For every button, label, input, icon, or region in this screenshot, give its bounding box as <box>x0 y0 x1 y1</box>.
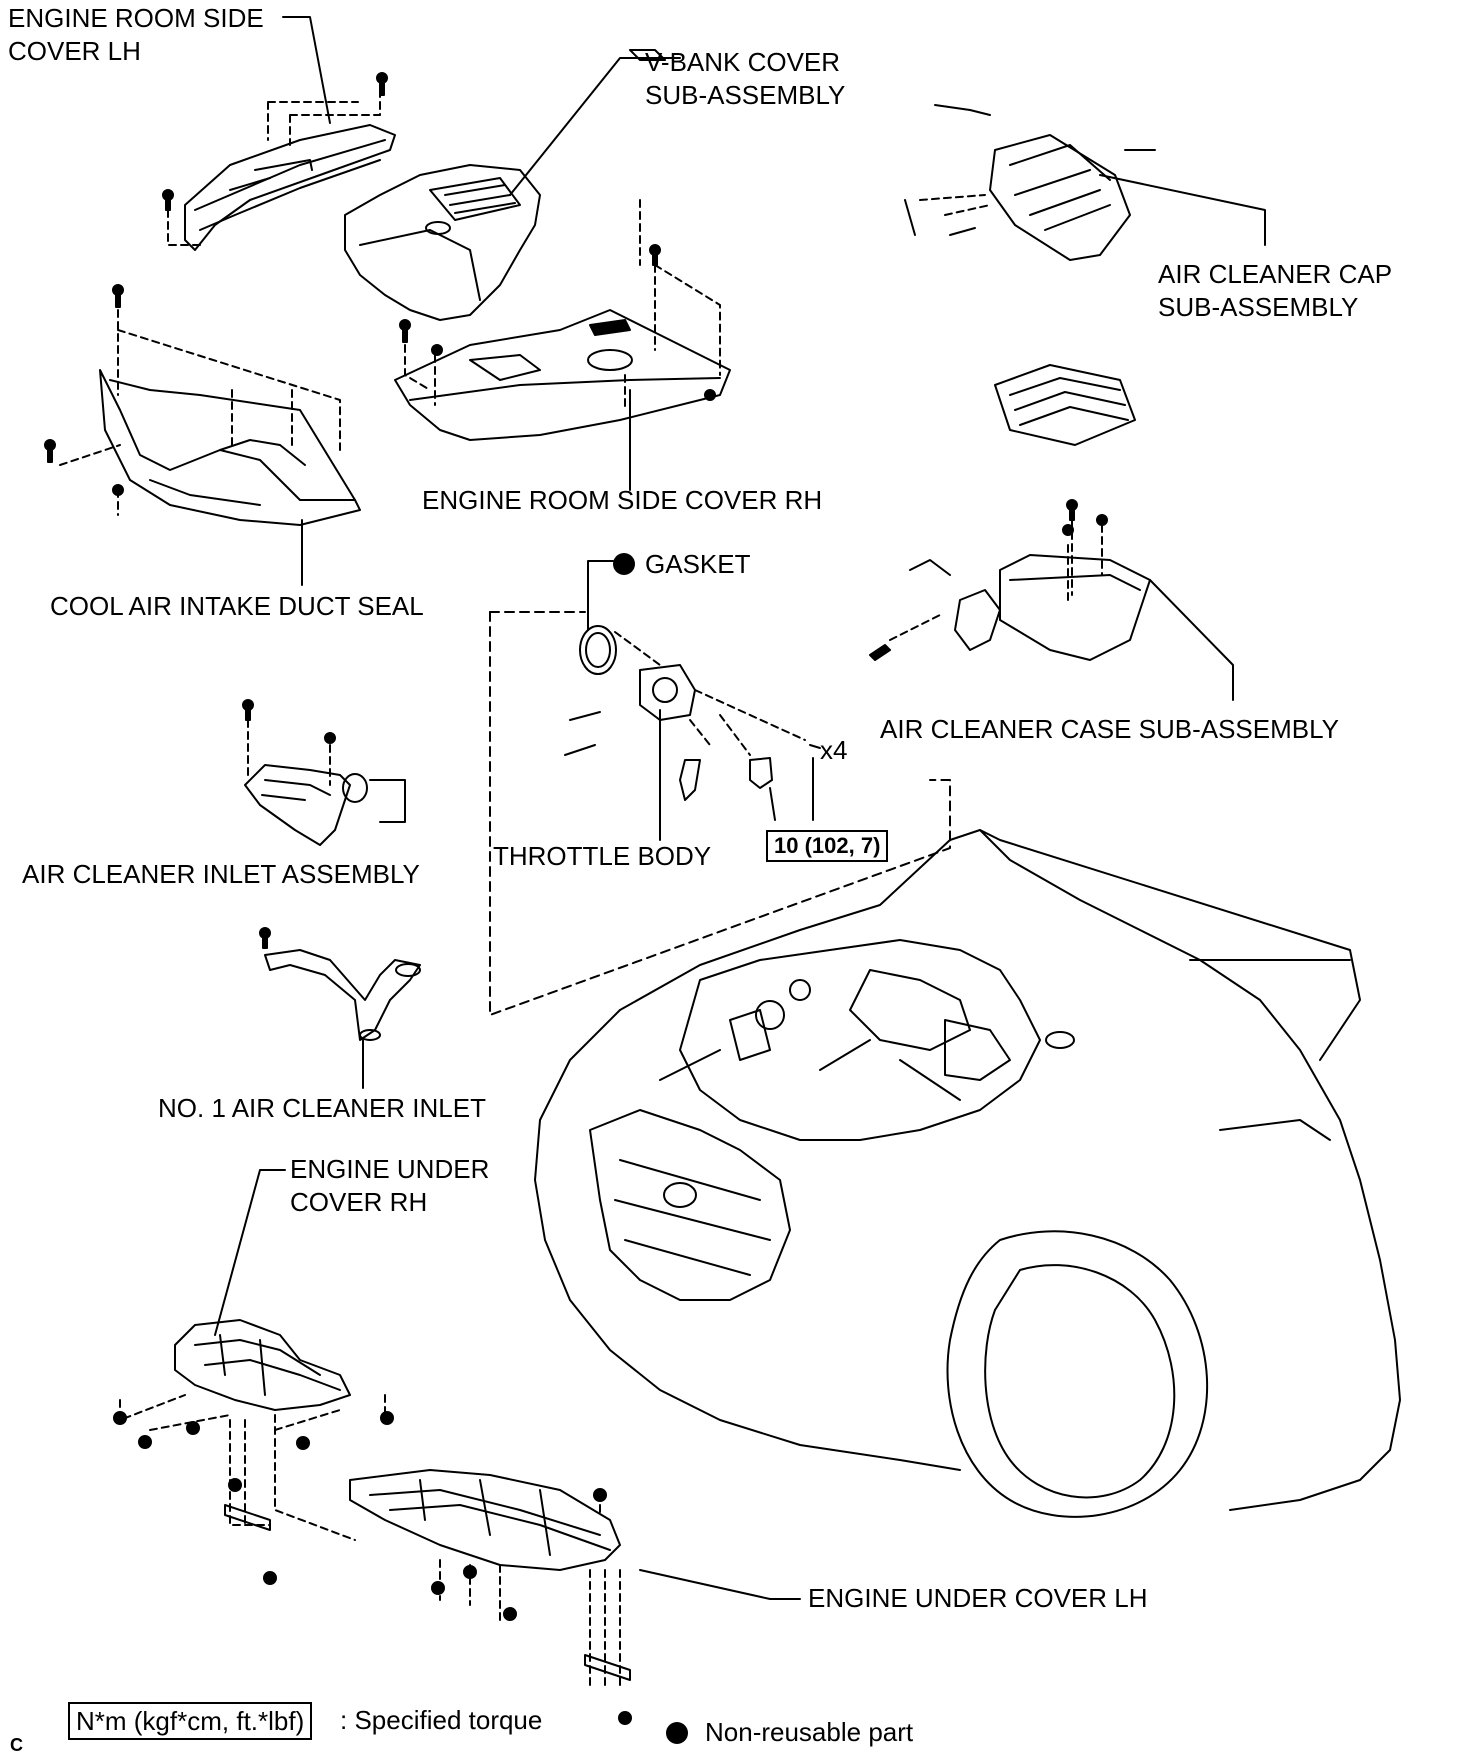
bolt-icons-duct-seal <box>44 284 124 496</box>
label-air-cleaner-cap: AIR CLEANER CAP SUB-ASSEMBLY <box>1158 259 1393 322</box>
label-no1-air-cleaner-inlet: NO. 1 AIR CLEANER INLET <box>158 1093 486 1123</box>
label-engine-room-side-cover-rh: ENGINE ROOM SIDE COVER RH <box>422 485 823 515</box>
engine-room-side-cover-rh-part <box>394 49 731 441</box>
bolt-icons-rh <box>399 244 716 401</box>
v-bank-cover-part <box>344 164 541 321</box>
air-cleaner-cap-part <box>904 104 1156 261</box>
label-engine-under-cover-rh: ENGINE UNDER COVER RH <box>290 1154 490 1217</box>
label-gasket: GASKET <box>645 549 751 579</box>
engine-room-side-cover-rh-bolts <box>404 199 721 411</box>
under-cover-lh-clip <box>584 1654 631 1681</box>
under-cover-rh-clip <box>224 1504 271 1531</box>
air-cleaner-inlet-assembly-part <box>244 764 368 846</box>
air-cleaner-inlet-bolts <box>247 719 331 786</box>
vehicle-illustration <box>534 829 1401 1518</box>
legend-specified-torque-text: : Specified torque <box>340 1705 543 1735</box>
bolt-icons-under-cover-lh <box>431 1488 632 1725</box>
label-engine-room-side-cover-lh: ENGINE ROOM SIDE COVER LH <box>8 3 264 66</box>
air-cleaner-cap-dashed <box>919 194 991 216</box>
legend-torque-units-box: N*m (kgf*cm, ft.*lbf) <box>68 1702 313 1740</box>
throttle-assembly-boundary <box>489 611 951 1016</box>
engine-under-cover-lh-part <box>349 1469 621 1571</box>
label-qty-x4: x4 <box>820 735 848 765</box>
label-throttle-body: THROTTLE BODY <box>493 841 712 871</box>
bolt-icons-air-cleaner-case <box>869 499 1108 661</box>
label-cool-air-intake-duct-seal: COOL AIR INTAKE DUCT SEAL <box>50 591 424 621</box>
bolt-icon-no1-inlet <box>259 927 271 949</box>
engine-under-cover-rh-part <box>174 1319 351 1411</box>
label-v-bank-cover: V-BANK COVER SUB-ASSEMBLY <box>645 47 846 110</box>
engine-room-side-cover-lh-part <box>184 124 396 251</box>
label-engine-under-cover-lh: ENGINE UNDER COVER LH <box>808 1583 1148 1613</box>
engine-under-cover-rh-dashed <box>119 1394 386 1541</box>
cool-air-intake-duct-seal-part <box>99 369 361 526</box>
torque-value-box: 10 (102, 7) <box>766 830 889 862</box>
throttle-body-dashed <box>614 631 806 756</box>
bolt-icons-lh <box>162 72 388 211</box>
bolt-icons-inlet <box>242 699 336 744</box>
bolt-icons-under-cover-rh <box>113 1411 394 1585</box>
air-cleaner-case-part <box>909 554 1151 661</box>
non-reusable-gasket-marker <box>613 553 635 575</box>
non-reusable-dot-icon <box>666 1722 688 1744</box>
cool-air-intake-duct-seal-bolts <box>59 309 341 516</box>
gasket-part <box>579 625 617 675</box>
no1-air-cleaner-inlet-part <box>264 949 421 1041</box>
label-air-cleaner-case: AIR CLEANER CASE SUB-ASSEMBLY <box>880 714 1339 744</box>
throttle-body-part <box>564 664 821 821</box>
air-filter-element <box>994 364 1136 446</box>
leader-lines <box>214 16 1266 1600</box>
corner-mark: C <box>10 1735 23 1755</box>
label-air-cleaner-inlet-assembly: AIR CLEANER INLET ASSEMBLY <box>22 859 420 889</box>
legend-non-reusable-text: Non-reusable part <box>705 1717 914 1747</box>
